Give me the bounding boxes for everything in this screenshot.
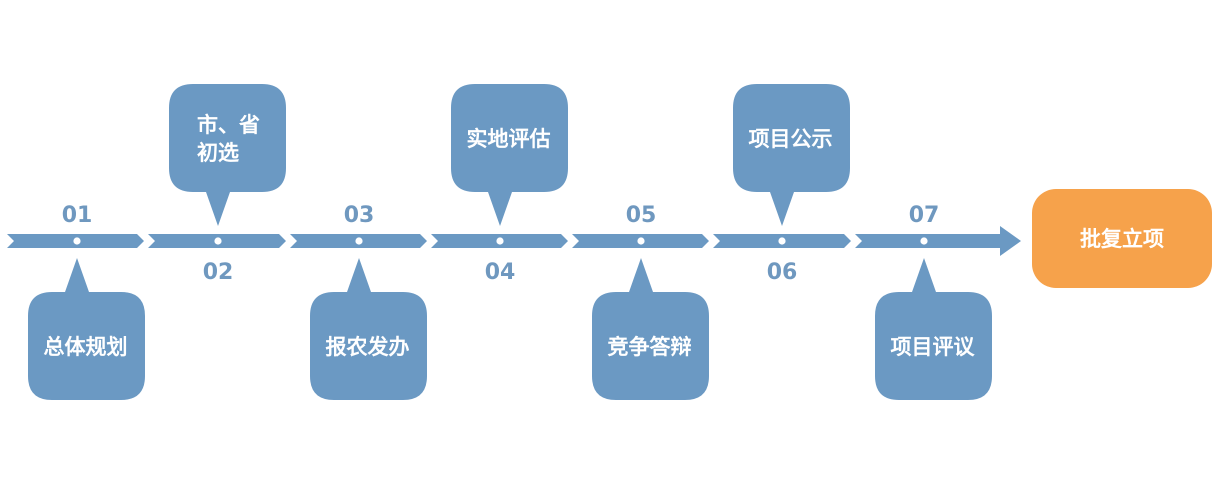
step-label-line: 初选 bbox=[197, 141, 239, 165]
step-label-line: 项目评议 bbox=[891, 335, 976, 359]
step-label-line: 报农发办 bbox=[326, 335, 410, 359]
step-label-line: 市、省 bbox=[197, 113, 260, 137]
final-step-label: 批复立项 bbox=[1080, 227, 1164, 251]
step-bubble: 项目评议 bbox=[875, 258, 992, 400]
step-label-line: 项目公示 bbox=[749, 127, 833, 151]
timeline-dots bbox=[73, 237, 928, 245]
final-step-box: 批复立项 bbox=[1032, 189, 1212, 288]
step-bubble: 实地评估 bbox=[451, 84, 568, 226]
timeline-dot bbox=[214, 237, 222, 245]
step-number: 03 bbox=[344, 203, 375, 228]
step-bubble: 市、省初选 bbox=[169, 84, 286, 226]
step-bubble-shape bbox=[169, 84, 286, 226]
step-numbers: 01 02 03 04 05 06 07 bbox=[62, 203, 940, 285]
step-number: 06 bbox=[767, 260, 798, 285]
step-bubble-shape bbox=[451, 84, 568, 226]
step-label-line: 总体规划 bbox=[44, 335, 128, 359]
timeline-arrow bbox=[7, 226, 1021, 256]
timeline-arrowhead bbox=[855, 226, 1021, 256]
step-number: 01 bbox=[62, 203, 93, 228]
timeline-dot bbox=[920, 237, 928, 245]
step-label-line: 实地评估 bbox=[467, 127, 551, 151]
timeline-dot bbox=[637, 237, 645, 245]
step-bubble-shape bbox=[875, 258, 992, 400]
step-bubble-shape bbox=[592, 258, 709, 400]
timeline-dot bbox=[496, 237, 504, 245]
step-number: 04 bbox=[485, 260, 516, 285]
step-bubble: 项目公示 bbox=[733, 84, 850, 226]
step-label-line: 竞争答辩 bbox=[608, 335, 692, 359]
step-number: 07 bbox=[909, 203, 940, 228]
step-bubble-shape bbox=[733, 84, 850, 226]
step-number: 05 bbox=[626, 203, 657, 228]
final-step-background bbox=[1032, 189, 1212, 288]
step-bubble: 报农发办 bbox=[310, 258, 427, 400]
timeline-dot bbox=[73, 237, 81, 245]
step-bubble-shape bbox=[28, 258, 145, 400]
step-bubble-shape bbox=[310, 258, 427, 400]
step-number: 02 bbox=[203, 260, 234, 285]
step-bubble: 竞争答辩 bbox=[592, 258, 709, 400]
timeline-dot bbox=[355, 237, 363, 245]
timeline-dot bbox=[778, 237, 786, 245]
step-bubble: 总体规划 bbox=[28, 258, 145, 400]
